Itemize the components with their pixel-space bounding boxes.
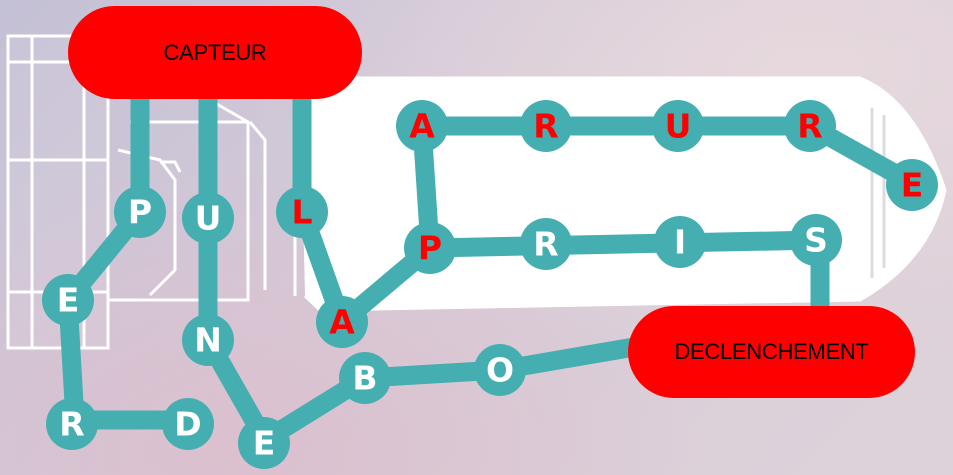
node-l1-letter: L: [291, 193, 312, 232]
node-a1-letter: A: [329, 303, 355, 342]
node-e2[interactable]: E: [238, 417, 290, 469]
node-a2[interactable]: A: [396, 100, 448, 152]
node-d1-letter: D: [174, 405, 201, 444]
node-d1[interactable]: D: [162, 398, 214, 450]
node-u1-letter: U: [195, 199, 222, 238]
node-r1-letter: R: [59, 405, 84, 444]
node-o1-letter: O: [486, 351, 514, 390]
node-e1-letter: E: [57, 281, 80, 320]
end-pill-declenchement[interactable]: DECLENCHEMENT: [628, 306, 915, 398]
end-label: DECLENCHEMENT: [674, 339, 869, 364]
node-e3-letter: E: [901, 166, 924, 205]
node-e1[interactable]: E: [42, 274, 94, 326]
node-p2[interactable]: P: [404, 222, 456, 274]
node-o1[interactable]: O: [474, 344, 526, 396]
node-r4-letter: R: [533, 225, 558, 264]
node-r3[interactable]: R: [784, 100, 836, 152]
node-u2-letter: U: [665, 107, 692, 146]
node-r3-letter: R: [797, 107, 822, 146]
node-a1[interactable]: A: [316, 296, 368, 348]
node-n1-letter: N: [194, 321, 222, 360]
node-u1[interactable]: U: [182, 192, 234, 244]
node-p1-letter: P: [128, 193, 152, 232]
node-r1[interactable]: R: [46, 398, 98, 450]
node-r4[interactable]: R: [520, 218, 572, 270]
node-e3[interactable]: E: [886, 159, 938, 211]
node-n1[interactable]: N: [182, 314, 234, 366]
node-u2[interactable]: U: [652, 100, 704, 152]
node-b1[interactable]: B: [339, 352, 391, 404]
node-i1[interactable]: I: [654, 216, 706, 268]
node-p1[interactable]: P: [114, 186, 166, 238]
node-s1-letter: S: [804, 221, 828, 260]
node-r2-letter: R: [533, 107, 558, 146]
node-r2[interactable]: R: [520, 100, 572, 152]
letter-nodes: P E R D U N E B O L A P A R U R E R I S: [42, 100, 938, 469]
start-pill-capteur[interactable]: CAPTEUR: [68, 6, 362, 99]
node-e2-letter: E: [253, 424, 276, 463]
node-s1[interactable]: S: [790, 214, 842, 266]
start-label: CAPTEUR: [163, 39, 267, 65]
node-i1-letter: I: [674, 223, 686, 262]
node-b1-letter: B: [352, 359, 377, 398]
node-a2-letter: A: [409, 107, 435, 146]
node-p2-letter: P: [418, 229, 442, 268]
node-l1[interactable]: L: [276, 186, 328, 238]
